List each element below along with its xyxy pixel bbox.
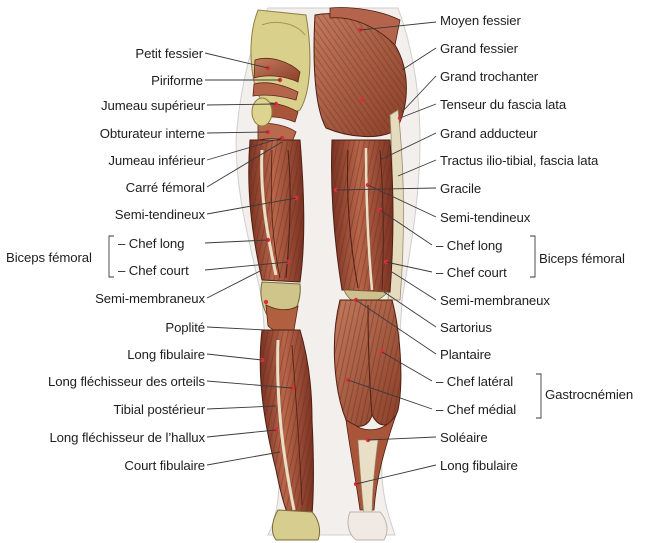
- label-chef-medial: – Chef médial: [436, 402, 516, 417]
- label-chef-long-right: – Chef long: [436, 238, 502, 253]
- label-obturateur-interne: Obturateur interne: [100, 126, 205, 141]
- label-tenseur-fascia-lata: Tenseur du fascia lata: [440, 97, 566, 112]
- label-tibial-posterieur: Tibial postérieur: [113, 402, 205, 417]
- label-plantaire: Plantaire: [440, 347, 491, 362]
- label-tractus-ilio-tibial: Tractus ilio-tibial, fascia lata: [440, 153, 598, 168]
- label-semi-membraneux-right: Semi-membraneux: [440, 293, 550, 308]
- label-jumeau-inferieur: Jumeau inférieur: [108, 153, 205, 168]
- label-gracile: Gracile: [440, 181, 481, 196]
- label-long-fibulaire-right: Long fibulaire: [440, 458, 518, 473]
- label-court-fibulaire: Court fibulaire: [124, 458, 205, 473]
- label-gastrocnemien: Gastrocnémien: [545, 387, 633, 402]
- label-grand-fessier: Grand fessier: [440, 41, 518, 56]
- label-sartorius: Sartorius: [440, 320, 492, 335]
- label-long-fibulaire-left: Long fibulaire: [127, 347, 205, 362]
- label-jumeau-superieur: Jumeau supérieur: [101, 98, 205, 113]
- label-grand-adducteur: Grand adducteur: [440, 126, 537, 141]
- label-moyen-fessier: Moyen fessier: [440, 13, 521, 28]
- label-chef-court-right: – Chef court: [436, 265, 507, 280]
- label-poplite: Poplité: [165, 320, 205, 335]
- label-semi-membraneux-left: Semi-membraneux: [95, 291, 205, 306]
- label-chef-lateral: – Chef latéral: [436, 374, 513, 389]
- label-long-flechisseur-hallux: Long fléchisseur de l’hallux: [49, 430, 205, 445]
- label-piriforme: Piriforme: [151, 73, 203, 88]
- label-semi-tendineux-left: Semi-tendineux: [115, 207, 205, 222]
- label-chef-long-left: – Chef long: [118, 236, 184, 251]
- label-biceps-femoral-left: Biceps fémoral: [6, 250, 92, 265]
- label-long-flechisseur-orteils: Long fléchisseur des orteils: [48, 374, 205, 389]
- label-soleaire: Soléaire: [440, 430, 488, 445]
- label-biceps-femoral-right: Biceps fémoral: [539, 251, 625, 266]
- label-grand-trochanter: Grand trochanter: [440, 69, 538, 84]
- label-carre-femoral: Carré fémoral: [126, 180, 205, 195]
- label-semi-tendineux-right: Semi-tendineux: [440, 210, 530, 225]
- label-petit-fessier: Petit fessier: [135, 46, 203, 61]
- label-chef-court-left: – Chef court: [118, 263, 189, 278]
